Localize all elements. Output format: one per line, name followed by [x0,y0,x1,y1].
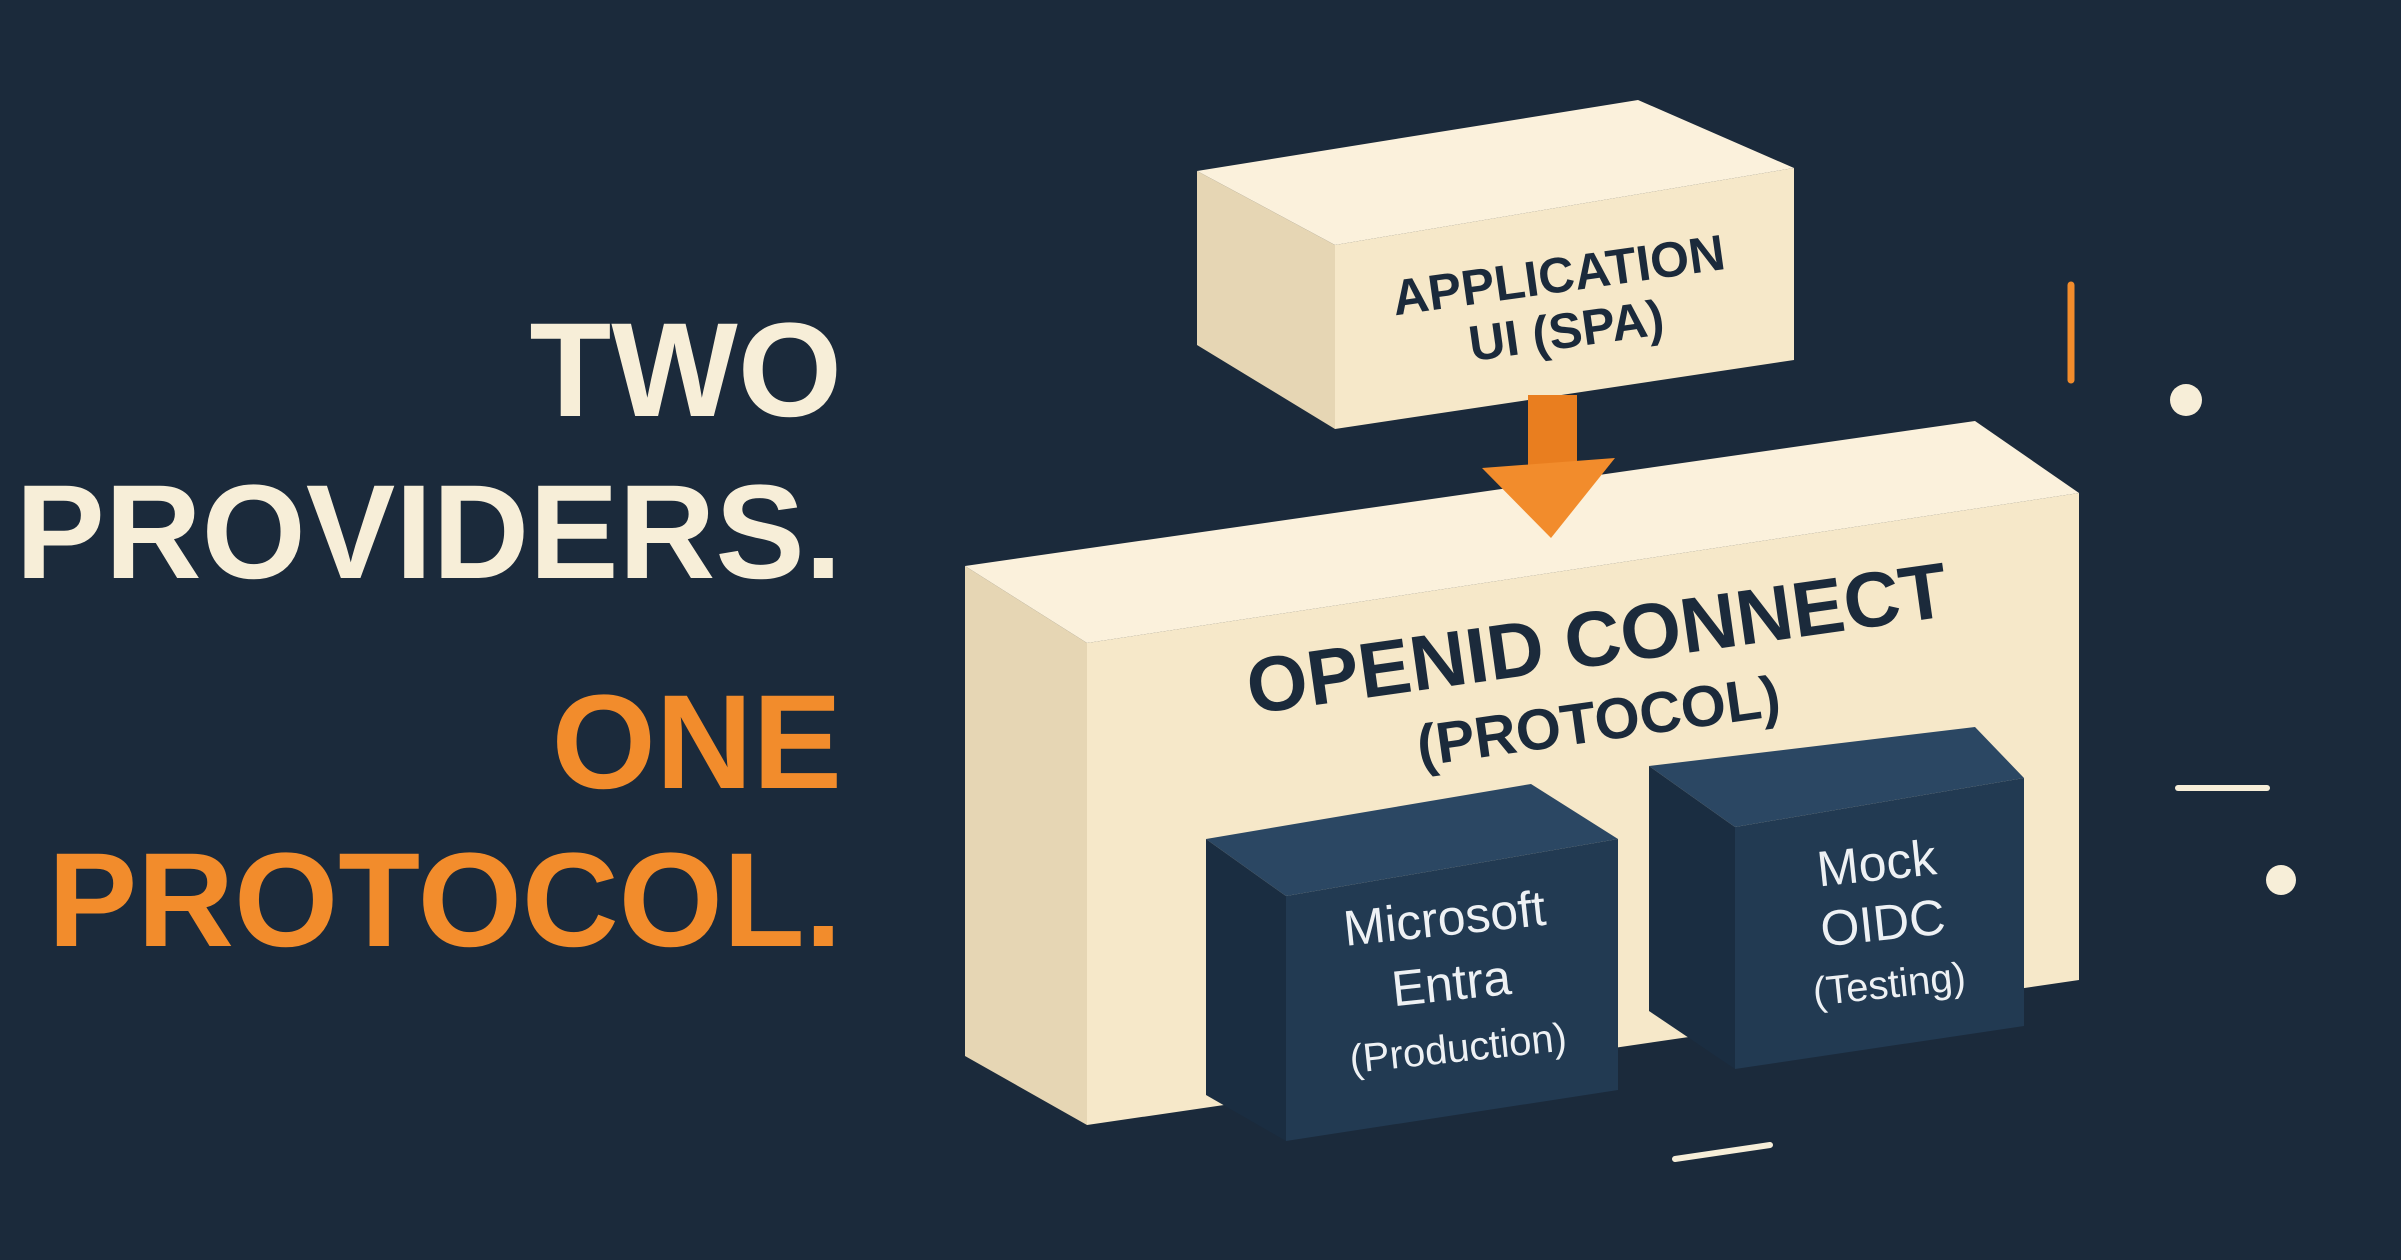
dot [2266,865,2296,895]
provider-name-line2: OIDC [1818,889,1948,958]
headline: TWO PROVIDERS. ONE PROTOCOL. [15,296,842,975]
provider-box-mock-oidc: Mock OIDC (Testing) [1649,727,2024,1069]
provider-name-line1: Mock [1814,829,1940,897]
arrow-down-icon [1482,395,1615,538]
dot [2170,384,2202,416]
headline-line-providers: PROVIDERS. [15,458,842,607]
headline-line-protocol: PROTOCOL. [48,826,842,975]
headline-line-two: TWO [529,296,842,445]
dash [1672,1142,1773,1162]
headline-line-one: ONE [552,668,842,817]
application-box: APPLICATION UI (SPA) [1197,100,1794,429]
provider-name-line2: Entra [1389,949,1514,1017]
decorations [1672,281,2296,1162]
provider-box-microsoft-entra: Microsoft Entra (Production) [1206,784,1618,1141]
